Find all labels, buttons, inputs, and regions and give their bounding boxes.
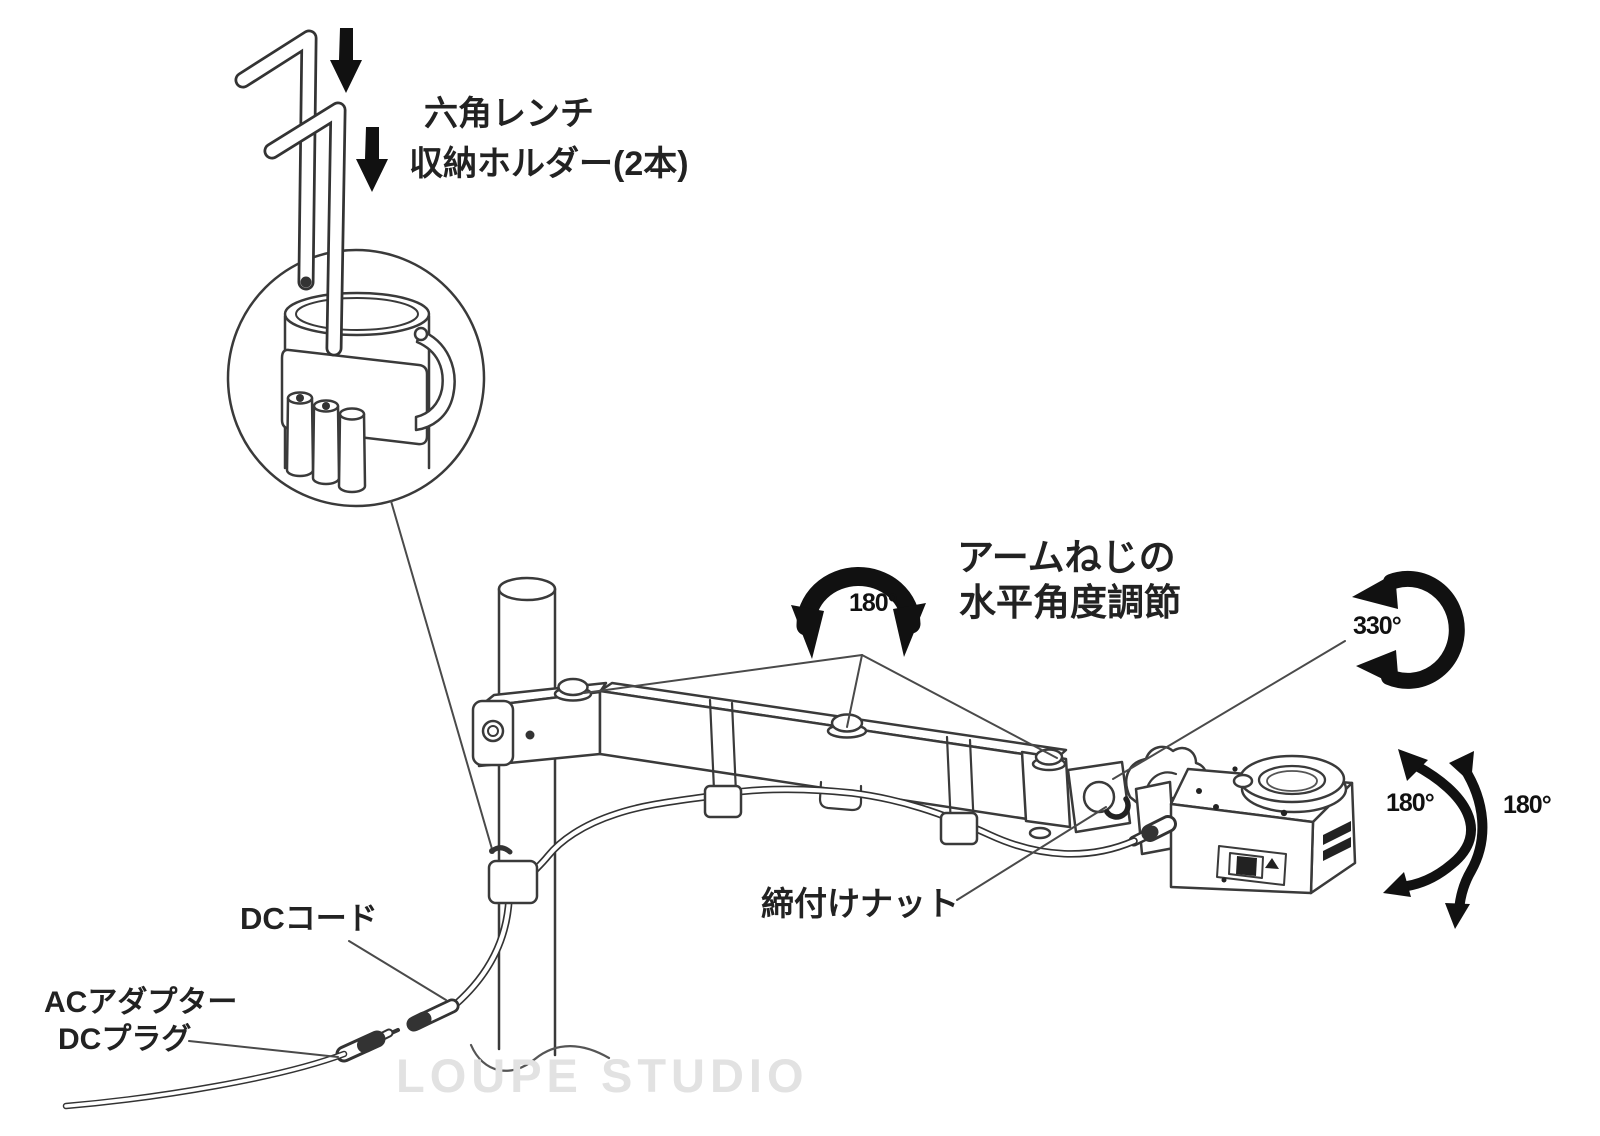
dc-cord-path xyxy=(452,785,1138,1008)
ac-adapter-cable xyxy=(62,1050,348,1110)
arm-screw-label-line1: アームねじの xyxy=(957,537,1176,578)
leader-screw-3 xyxy=(861,654,1058,759)
lens-ring xyxy=(1232,754,1348,814)
insert-arrows xyxy=(330,28,388,192)
hex-wrench-2 xyxy=(263,101,347,357)
rotate-180-arrow xyxy=(791,567,926,659)
arm-cable-clip-2 xyxy=(939,811,979,846)
leader-dc-cord xyxy=(348,940,447,1001)
arm-screw-3 xyxy=(1031,748,1067,772)
cable-clips xyxy=(487,784,979,905)
leader-screw-2 xyxy=(846,654,863,728)
pole-break-line xyxy=(469,1043,611,1072)
cable-strap-1 xyxy=(708,698,716,792)
dc-plug-label: DCプラグ xyxy=(58,1023,192,1056)
cord-guide-loop xyxy=(818,780,863,812)
hex-wrench-label-line1: 六角レンチ xyxy=(424,95,594,133)
swing-arm xyxy=(598,681,1072,840)
power-switch xyxy=(1216,845,1287,886)
tightening-nut-shape xyxy=(1082,780,1116,814)
insert-arrow-2 xyxy=(356,127,388,192)
hex-wrench-label-line2: 収納ホルダー(2本) xyxy=(409,145,689,183)
rotate-330-arrow xyxy=(1352,570,1465,689)
leader-lines xyxy=(188,500,1346,1058)
angle-180-label: 180° xyxy=(849,589,898,617)
dc-cord-label: DCコード xyxy=(240,901,378,936)
tilt-arrows xyxy=(1383,749,1488,929)
tightening-nut-label: 締付けナット xyxy=(761,885,959,922)
leader-nut xyxy=(956,806,1107,901)
watermark: LOUPE STUDIO xyxy=(396,1049,809,1102)
clamp-hex-screw xyxy=(481,719,505,743)
vent-slots xyxy=(1323,821,1351,861)
arm-cable-clip-1 xyxy=(703,784,743,819)
insert-arrow-1 xyxy=(330,28,362,93)
arm-screw-label-line2: 水平角度調節 xyxy=(959,582,1181,623)
holder-hook xyxy=(414,328,456,432)
leader-330 xyxy=(1112,640,1346,780)
angle-330-label: 330° xyxy=(1353,612,1402,640)
hex-wrench-1 xyxy=(234,29,318,291)
ac-adapter-label: ACアダプター xyxy=(44,986,238,1019)
holder-tubes xyxy=(285,391,367,494)
tilt-angle-left-label: 180° xyxy=(1386,789,1435,817)
dc-plug-connector xyxy=(335,998,460,1063)
pole-cable-clip xyxy=(487,859,539,905)
head-unit xyxy=(1128,754,1357,895)
tilt-angle-right-label: 180° xyxy=(1503,791,1552,819)
detail-circle xyxy=(226,248,486,508)
leader-detail-circle xyxy=(390,500,493,850)
leader-ac-adapter xyxy=(188,1040,339,1058)
arm-screw-1 xyxy=(553,677,593,702)
leader-screw-1 xyxy=(583,654,863,694)
pole-clamp-bracket xyxy=(471,677,608,768)
